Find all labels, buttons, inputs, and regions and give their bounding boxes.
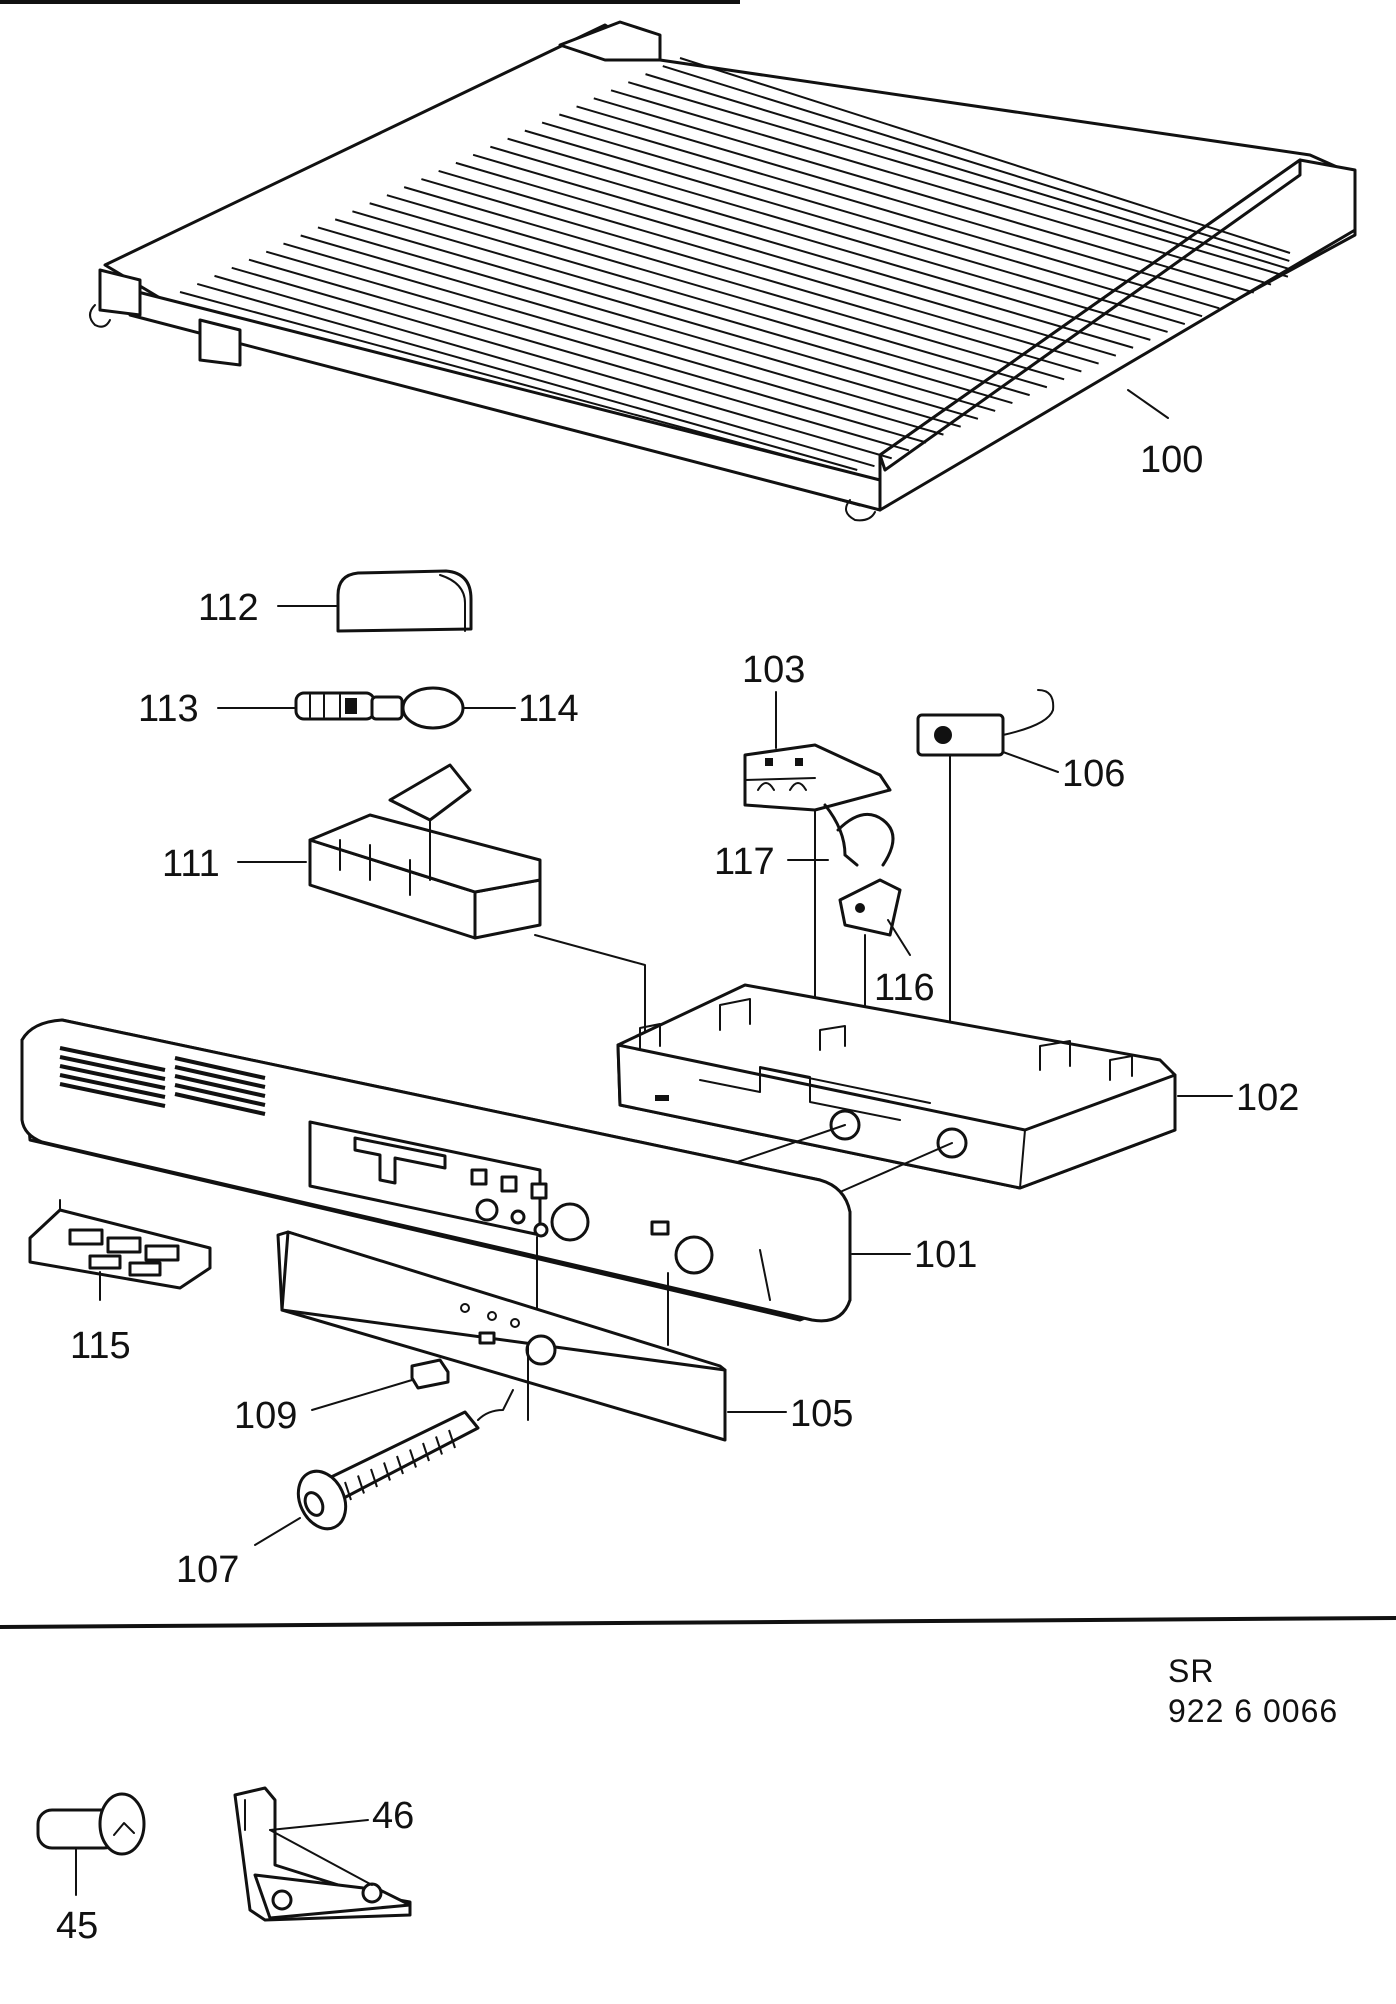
leader-109 bbox=[311, 1379, 413, 1411]
small-bracket-part-116 bbox=[838, 878, 902, 937]
reference-code-line1: SR bbox=[1168, 1653, 1214, 1689]
shelf-slat bbox=[317, 226, 979, 420]
shelf-slat bbox=[541, 121, 1203, 318]
shaft-rib bbox=[383, 1462, 391, 1481]
shelf-slat bbox=[627, 81, 1289, 278]
shelf-slat bbox=[196, 282, 858, 471]
reference-code-line2: 922 6 0066 bbox=[1168, 1693, 1338, 1729]
shelf-slat bbox=[386, 194, 1048, 389]
leader-46b bbox=[269, 1819, 369, 1831]
vent-slot bbox=[59, 1082, 166, 1108]
switch-part-106 bbox=[916, 689, 1055, 757]
shaft-rib bbox=[370, 1468, 378, 1488]
front-strip-part-105 bbox=[276, 1230, 727, 1442]
part-label-111: 111 bbox=[162, 843, 220, 885]
shaft-rib bbox=[396, 1455, 404, 1475]
vent-slot bbox=[174, 1056, 266, 1080]
shaft-knob-part-107 bbox=[296, 1389, 514, 1531]
spring-clip-part-117 bbox=[823, 803, 895, 867]
shelf-slat bbox=[559, 113, 1220, 310]
part-label-113: 113 bbox=[138, 688, 199, 730]
lamp-housing-part-111 bbox=[308, 763, 542, 940]
lamp-cover-part-112 bbox=[336, 569, 473, 633]
shelf-slat bbox=[248, 258, 910, 452]
shelf-slat bbox=[214, 274, 875, 468]
part-label-107: 107 bbox=[176, 1549, 239, 1591]
vent-slot bbox=[174, 1074, 266, 1098]
shelf-slat bbox=[662, 65, 1290, 262]
shaft-rib bbox=[409, 1449, 417, 1468]
part-label-112: 112 bbox=[198, 587, 259, 629]
shelf-slat bbox=[507, 137, 1168, 333]
guide-line-102-101b bbox=[839, 1142, 953, 1193]
vent-slot bbox=[174, 1092, 266, 1116]
shaft-rib bbox=[435, 1436, 443, 1455]
leader-46a bbox=[269, 1829, 373, 1886]
vent-slot bbox=[174, 1083, 266, 1107]
vent-slot bbox=[59, 1073, 166, 1099]
shelf-slat bbox=[300, 234, 961, 428]
part-label-103: 103 bbox=[742, 649, 805, 691]
control-housing-part-102 bbox=[616, 983, 1177, 1190]
shelf-slat bbox=[421, 178, 1082, 373]
shelf-slat bbox=[472, 153, 1134, 349]
shelf-slat bbox=[179, 291, 841, 471]
vent-slot bbox=[174, 1065, 266, 1089]
thermostat-bracket-part-103 bbox=[743, 743, 892, 812]
shaft-rib bbox=[422, 1442, 430, 1462]
part-label-102: 102 bbox=[1236, 1077, 1299, 1119]
part-label-115: 115 bbox=[70, 1325, 131, 1367]
shelf-slat bbox=[490, 145, 1151, 341]
button-part-109 bbox=[410, 1358, 450, 1390]
bulb-part-114 bbox=[370, 686, 465, 730]
leader-100 bbox=[1127, 389, 1169, 419]
shelf-slat bbox=[593, 97, 1255, 294]
shelf-slat bbox=[369, 202, 1030, 397]
shaft-rib bbox=[344, 1481, 352, 1501]
shelf-slat bbox=[334, 218, 996, 412]
part-label-46: 46 bbox=[372, 1795, 414, 1837]
guide-line-102-101a bbox=[719, 1124, 846, 1169]
shelf-slat bbox=[265, 250, 927, 444]
shelf-slat bbox=[231, 266, 893, 460]
vent-slots bbox=[59, 1046, 266, 1116]
shelf-slat bbox=[455, 161, 1117, 357]
shelf-slat bbox=[576, 105, 1237, 302]
part-label-109: 109 bbox=[234, 1395, 297, 1437]
shelf-slat bbox=[403, 186, 1065, 381]
shaft-rib bbox=[357, 1475, 365, 1494]
part-label-105: 105 bbox=[790, 1393, 853, 1435]
shelf-slats bbox=[179, 57, 1291, 471]
section-divider bbox=[0, 1616, 1396, 1629]
shelf-slat bbox=[283, 242, 944, 436]
lamp-holder-part-113 bbox=[294, 691, 376, 721]
part-label-106: 106 bbox=[1062, 753, 1125, 795]
hinge-bracket-part-46 bbox=[233, 1786, 412, 1922]
vent-slot bbox=[59, 1064, 166, 1090]
part-label-114: 114 bbox=[518, 688, 579, 730]
shelf-slat bbox=[679, 57, 1291, 254]
vent-slot bbox=[59, 1046, 166, 1072]
part-label-116: 116 bbox=[874, 967, 935, 1009]
shelf-slat bbox=[524, 129, 1186, 326]
part-label-117: 117 bbox=[714, 841, 775, 883]
pin-part-45 bbox=[36, 1792, 146, 1856]
leader-116 bbox=[887, 919, 911, 956]
shelf-slat bbox=[645, 73, 1289, 270]
part-label-45: 45 bbox=[56, 1905, 98, 1947]
flap-part-115 bbox=[28, 1199, 212, 1290]
shaft-rib bbox=[448, 1429, 456, 1449]
vent-slot bbox=[59, 1055, 166, 1081]
shelf-slat bbox=[610, 89, 1272, 286]
shaft-ribs bbox=[344, 1429, 456, 1501]
part-label-100: 100 bbox=[1140, 439, 1203, 481]
part-label-101: 101 bbox=[914, 1234, 977, 1276]
shelf-slat bbox=[352, 210, 1013, 404]
shelf-slat bbox=[438, 170, 1099, 365]
control-panel-part-101 bbox=[20, 1018, 852, 1323]
leader-106 bbox=[1002, 751, 1059, 773]
leader-107 bbox=[254, 1517, 301, 1546]
